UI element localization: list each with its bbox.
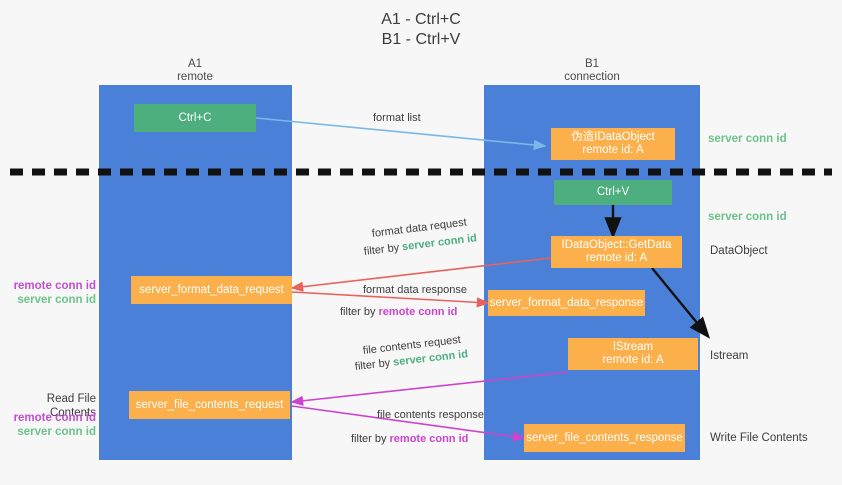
left-label-server-conn-id-1: server conn id [17,294,96,306]
annotation-file-contents-response-text: file contents response [377,409,485,421]
annotation-file-contents-response-filter-value: remote conn id [389,433,469,445]
left-label-remote-conn-id-2: remote conn id [13,412,96,424]
right-label-write-file-contents: Write File Contents [710,432,808,444]
right-label-server-conn-id-top: server conn id [708,133,787,145]
annotation-format-data-response: format data response [363,283,467,298]
annotation-format-data-response-text: format data response [363,284,467,296]
box-idataobject-getdata-line1: IDataObject::GetData [561,239,672,251]
box-server-file-contents-request-label: server_file_contents_request [135,398,284,411]
box-server-file-contents-response[interactable]: server_file_contents_response [524,424,685,452]
box-istream[interactable]: IStream remote id: A [568,338,698,370]
title-line-2: B1 - Ctrl+V [381,31,461,48]
left-label-conn-ids-1: remote conn id server conn id [0,279,96,307]
box-fake-idataobject-line1: 伪造IDataObject [571,131,655,143]
column-header-b1-sub: connection [564,71,620,83]
annotation-file-contents-response-filter-prefix: filter by [351,433,390,445]
box-ctrl-v-label: Ctrl+V [596,186,630,198]
box-server-file-contents-response-label: server_file_contents_response [526,431,683,444]
box-istream-line2: remote id: A [602,354,664,366]
left-label-remote-conn-id-1: remote conn id [13,280,96,292]
annotation-format-data-response-filter-value: remote conn id [378,306,458,318]
box-ctrl-c[interactable]: Ctrl+C [134,104,256,132]
box-fake-idataobject-line2: remote id: A [582,144,644,156]
annotation-format-list: format list [373,111,421,126]
box-server-file-contents-request[interactable]: server_file_contents_request [129,391,290,419]
left-label-conn-ids-2: remote conn id server conn id [0,411,96,439]
box-ctrl-c-label: Ctrl+C [178,111,212,124]
column-header-a1-name: A1 [187,58,203,70]
column-header-a1: A1 remote [135,58,255,84]
annotation-format-list-text: format list [373,112,421,124]
right-label-dataobject: DataObject [710,245,768,257]
box-server-format-data-request[interactable]: server_format_data_request [131,276,292,304]
box-server-format-data-response-label: server_format_data_response [489,296,644,309]
right-label-istream: Istream [710,350,749,362]
box-fake-idataobject[interactable]: 伪造IDataObject remote id: A [551,128,675,160]
box-ctrl-v[interactable]: Ctrl+V [554,180,672,205]
page-title: A1 - Ctrl+C B1 - Ctrl+V [0,10,842,50]
annotation-file-contents-response: file contents response [377,408,484,423]
annotation-file-contents-request-filter-prefix: filter by [354,356,394,373]
box-server-format-data-response[interactable]: server_format_data_response [488,290,645,316]
title-line-1: A1 - Ctrl+C [381,11,461,28]
annotation-format-data-request-filter-prefix: filter by [363,241,403,258]
annotation-file-contents-response-filter: filter by remote conn id [351,432,468,447]
box-idataobject-getdata[interactable]: IDataObject::GetData remote id: A [551,236,682,268]
left-label-read-file-contents: Read File Contents [46,393,96,419]
box-server-format-data-request-label: server_format_data_request [139,283,284,296]
column-header-a1-sub: remote [177,71,213,83]
right-label-server-conn-id-mid: server conn id [708,211,787,223]
annotation-format-data-response-filter-prefix: filter by [340,306,379,318]
column-header-b1-name: B1 [584,58,600,70]
left-label-server-conn-id-2: server conn id [17,426,96,438]
box-istream-line1: IStream [612,341,654,353]
column-header-b1: B1 connection [532,58,652,84]
box-idataobject-getdata-line2: remote id: A [585,252,648,264]
annotation-format-data-response-filter: filter by remote conn id [340,305,457,320]
